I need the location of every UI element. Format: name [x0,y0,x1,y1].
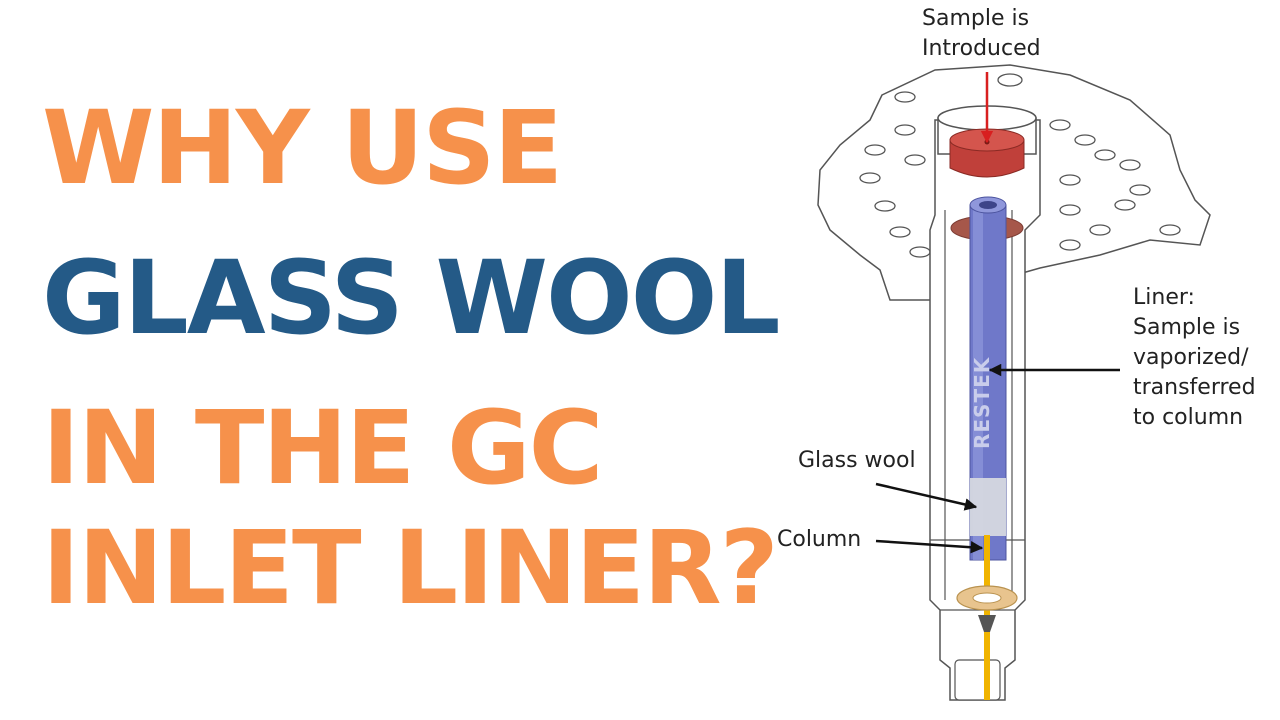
glass-wool-arrow [875,482,978,511]
sample-introduced-label: Sample is Introduced [922,6,1041,61]
gc-inlet-diagram [817,64,1211,701]
liner-label: Liner: Sample is vaporized/ transferred … [1133,285,1256,430]
glass-wool-label: Glass wool [798,448,916,473]
plate-holes [859,73,1181,258]
headline-line-4: INLET LINER? [42,509,779,628]
column-arrow [875,539,984,554]
headline-line-3: IN THE GC [42,389,604,508]
headline-line-1: WHY USE [42,89,563,208]
headline-line-2: GLASS WOOL [42,239,780,358]
restek-logo: RESTEK [970,356,994,449]
column-ferrule [978,615,996,632]
column-label: Column [777,527,862,552]
